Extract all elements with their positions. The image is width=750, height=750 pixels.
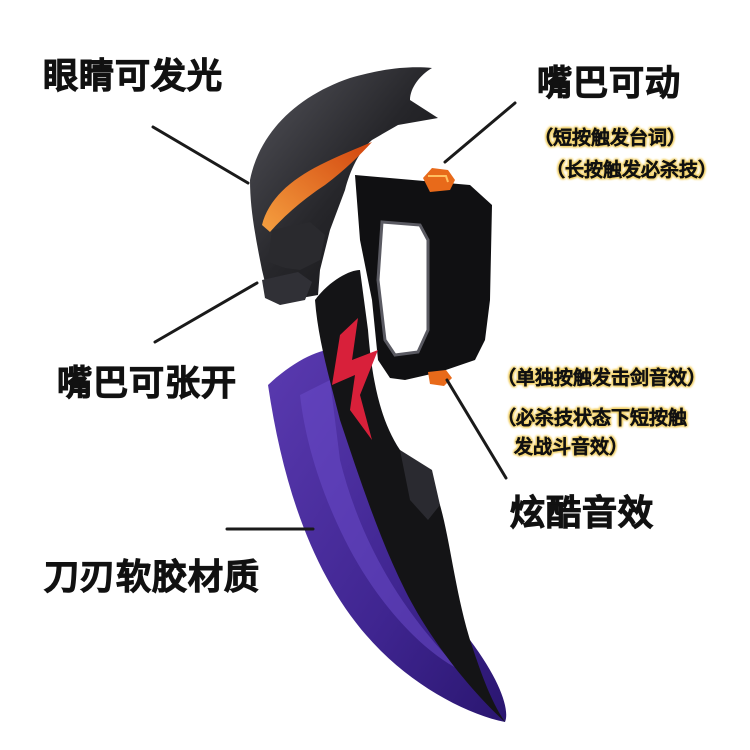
note-battle-sound-line1: （必杀技状态下短按触: [497, 407, 688, 429]
mouth-button: [423, 168, 455, 192]
sword-body: [315, 175, 505, 722]
sound-button: [428, 370, 452, 386]
label-mouth-movable: 嘴巴可动: [536, 64, 682, 104]
label-blade-material: 刀刃软胶材质: [43, 558, 261, 598]
note-long-press-finisher: （长按触发必杀技）: [546, 159, 718, 181]
note-short-press-line: （短按触发台词）: [534, 127, 687, 149]
leader-line-eyes: [151, 125, 250, 185]
label-cool-sound: 炫酷音效: [509, 494, 655, 534]
head: [250, 67, 438, 305]
label-mouth-opens: 嘴巴可张开: [56, 364, 238, 404]
note-battle-sound-line2: 发战斗音效）: [514, 436, 629, 458]
label-eyes-glow: 眼睛可发光: [42, 57, 224, 97]
note-sword-sound: （单独按触发击剑音效）: [497, 367, 707, 389]
leader-line-mouth-movable: [443, 101, 517, 164]
leader-line-mouth-opens: [153, 281, 259, 344]
leader-line-sound: [445, 378, 508, 480]
